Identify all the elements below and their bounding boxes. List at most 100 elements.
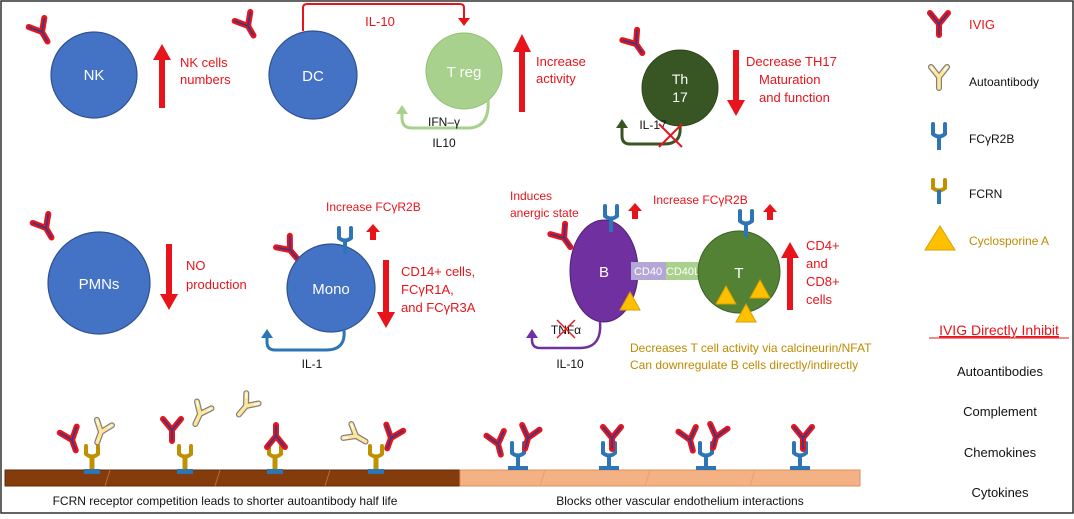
inhibit-item-cytokines: Cytokines	[971, 485, 1029, 500]
inhibit-title: IVIG Directly Inhibit	[939, 322, 1059, 338]
fcrn-receptor-icon	[175, 444, 195, 476]
fcrn-receptor-icon	[366, 444, 386, 476]
fcrn-receptor-icon	[931, 178, 947, 204]
ifn-label: IFN–γ	[428, 115, 460, 129]
pmn-cell-label: PMNs	[79, 276, 120, 293]
ifn-pathway-arrow	[400, 99, 490, 130]
fcrn-receptor-icon	[82, 444, 102, 476]
legend-cyclosporine: Cyclosporine A	[969, 234, 1049, 248]
th17-cell	[641, 49, 719, 127]
ivig-antibody-icon	[794, 427, 812, 449]
il1-label: IL-1	[302, 357, 323, 371]
cd40-label: CD40	[634, 266, 662, 278]
th17-effect-line1: Decrease TH17	[746, 54, 837, 69]
cyclosporine-note-line1: Decreases T cell activity via calcineuri…	[630, 341, 872, 355]
endothelium-membrane	[459, 469, 861, 487]
t-effect-line3: CD8+	[806, 274, 840, 289]
inhibit-item-autoantibodies: Autoantibodies	[957, 364, 1044, 379]
il10-label: IL-10	[365, 14, 395, 29]
small-increase-arrow	[366, 224, 380, 240]
endothelium-caption: Blocks other vascular endothelium intera…	[556, 494, 803, 508]
blocked-x-icon	[658, 123, 683, 148]
autoantibody-icon	[233, 393, 259, 419]
small-increase-arrow	[628, 203, 642, 219]
ivig-antibody-icon	[622, 30, 649, 58]
il17-pathway-arrow	[620, 125, 682, 146]
pmn-effect-line1: NO	[186, 258, 206, 273]
nk-effect-line1: NK cells	[180, 55, 228, 70]
increase-arrow	[781, 242, 799, 310]
small-increase-arrow	[763, 204, 777, 220]
decrease-arrow	[727, 50, 745, 116]
decrease-arrow	[160, 244, 178, 310]
il1-pathway-arrow	[265, 329, 346, 352]
ivig-antibody-icon	[267, 425, 285, 447]
dc-cell	[268, 30, 358, 120]
cyclosporine-triangle-icon	[924, 225, 956, 251]
mono-effect-line1: CD14+ cells,	[401, 264, 475, 279]
il17-label: IL-17	[639, 118, 667, 132]
legend-fcgr2b: FCγR2B	[969, 132, 1014, 146]
increase-arrow	[513, 34, 531, 112]
ivig-antibody-icon	[235, 12, 262, 40]
b-cell-label: B	[599, 264, 609, 281]
arrowhead-icon	[261, 329, 273, 338]
legend-autoantibody: Autoantibody	[969, 75, 1039, 89]
th17-cell-label-line1: Th	[672, 71, 688, 87]
inhibit-item-chemokines: Chemokines	[964, 445, 1037, 460]
fcrn-caption: FCRN receptor competition leads to short…	[53, 494, 398, 508]
blocked-x-icon	[556, 319, 576, 339]
ivig-antibody-icon	[163, 419, 181, 441]
autoantibody-icon	[343, 424, 369, 448]
treg-cell-label: T reg	[447, 64, 482, 81]
nk-effect-line2: numbers	[180, 72, 231, 87]
ivig-antibody-icon	[930, 13, 948, 35]
arrowhead-icon	[396, 105, 408, 114]
fcrn-membrane	[4, 469, 461, 487]
arrowhead-icon	[616, 119, 628, 128]
cd40-box	[631, 262, 666, 280]
inhibit-item-complement: Complement	[963, 404, 1037, 419]
th17-effect-line3: and function	[759, 90, 830, 105]
il10-treg-label: IL10	[432, 136, 456, 150]
t-effect-line4: cells	[806, 292, 833, 307]
dc-cell-label: DC	[302, 68, 324, 85]
autoantibody-icon	[90, 420, 112, 445]
ivig-antibody-icon	[486, 431, 509, 457]
fcgr2b-receptor-icon	[931, 122, 947, 152]
ivig-antibody-icon	[60, 427, 84, 454]
mono-cell-label: Mono	[312, 281, 350, 298]
autoantibody-icon	[188, 402, 211, 428]
anergic-line1: Induces	[510, 189, 552, 203]
mono-effect-line2: FCγR1A,	[401, 282, 454, 297]
nk-cell	[50, 31, 138, 119]
pmn-cell	[47, 231, 151, 335]
nk-cell-label: NK	[84, 67, 105, 84]
ivig-antibody-icon	[29, 18, 56, 46]
increase-arrow	[153, 44, 171, 108]
ivig-antibody-icon	[603, 427, 621, 449]
th17-effect-line2: Maturation	[759, 72, 820, 87]
pmn-effect-line2: production	[186, 277, 247, 292]
ivig-antibody-icon	[516, 425, 539, 451]
fcrn-receptor-icon	[265, 444, 285, 476]
mono-effect-line3: and FCγR3A	[401, 300, 476, 315]
arrowhead-icon	[526, 329, 538, 338]
legend-fcrn: FCRN	[969, 187, 1002, 201]
cyclosporine-note-line2: Can downregulate B cells directly/indire…	[630, 358, 858, 372]
cd40l-box	[666, 262, 701, 280]
ivig-antibody-icon	[33, 214, 60, 242]
tnf-pathway-arrow	[530, 321, 602, 350]
ivig-antibody-icon	[704, 424, 727, 450]
il10-pathway-arrow	[302, 3, 465, 31]
treg-cell	[425, 32, 503, 110]
decrease-arrow	[377, 260, 395, 328]
th17-cell-label-line2: 17	[672, 89, 688, 105]
mono-cell	[286, 243, 376, 333]
t-effect-line2: and	[806, 256, 828, 271]
b-increase-label: Increase FCγR2B	[653, 193, 748, 207]
treg-effect-line1: Increase	[536, 54, 586, 69]
